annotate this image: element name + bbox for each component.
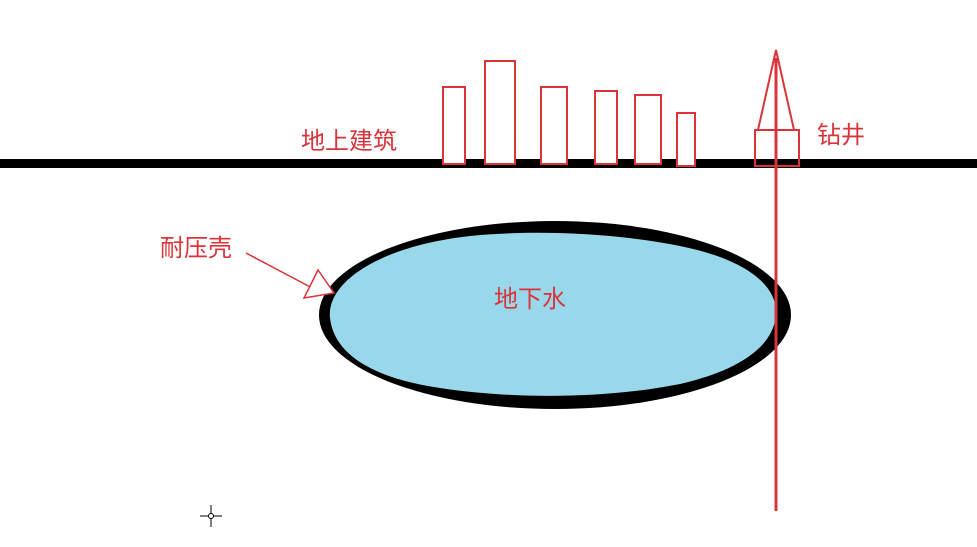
buildings-group: [442, 60, 696, 167]
crosshair-cursor-icon: [200, 505, 222, 527]
groundwater-body: [329, 232, 776, 396]
building-6: [676, 112, 696, 167]
groundwater-label: 地下水: [494, 285, 566, 313]
reservoir: [319, 221, 791, 409]
building-5: [634, 94, 662, 165]
building-2: [484, 60, 516, 165]
building-4: [594, 90, 618, 165]
building-3: [540, 86, 568, 165]
buildings-label: 地上建筑: [301, 127, 397, 155]
drill-well-label: 钻井: [817, 121, 865, 149]
shell-pointer-arrow: [245, 252, 336, 299]
building-1: [442, 86, 466, 165]
shell-label: 耐压壳: [160, 234, 232, 262]
